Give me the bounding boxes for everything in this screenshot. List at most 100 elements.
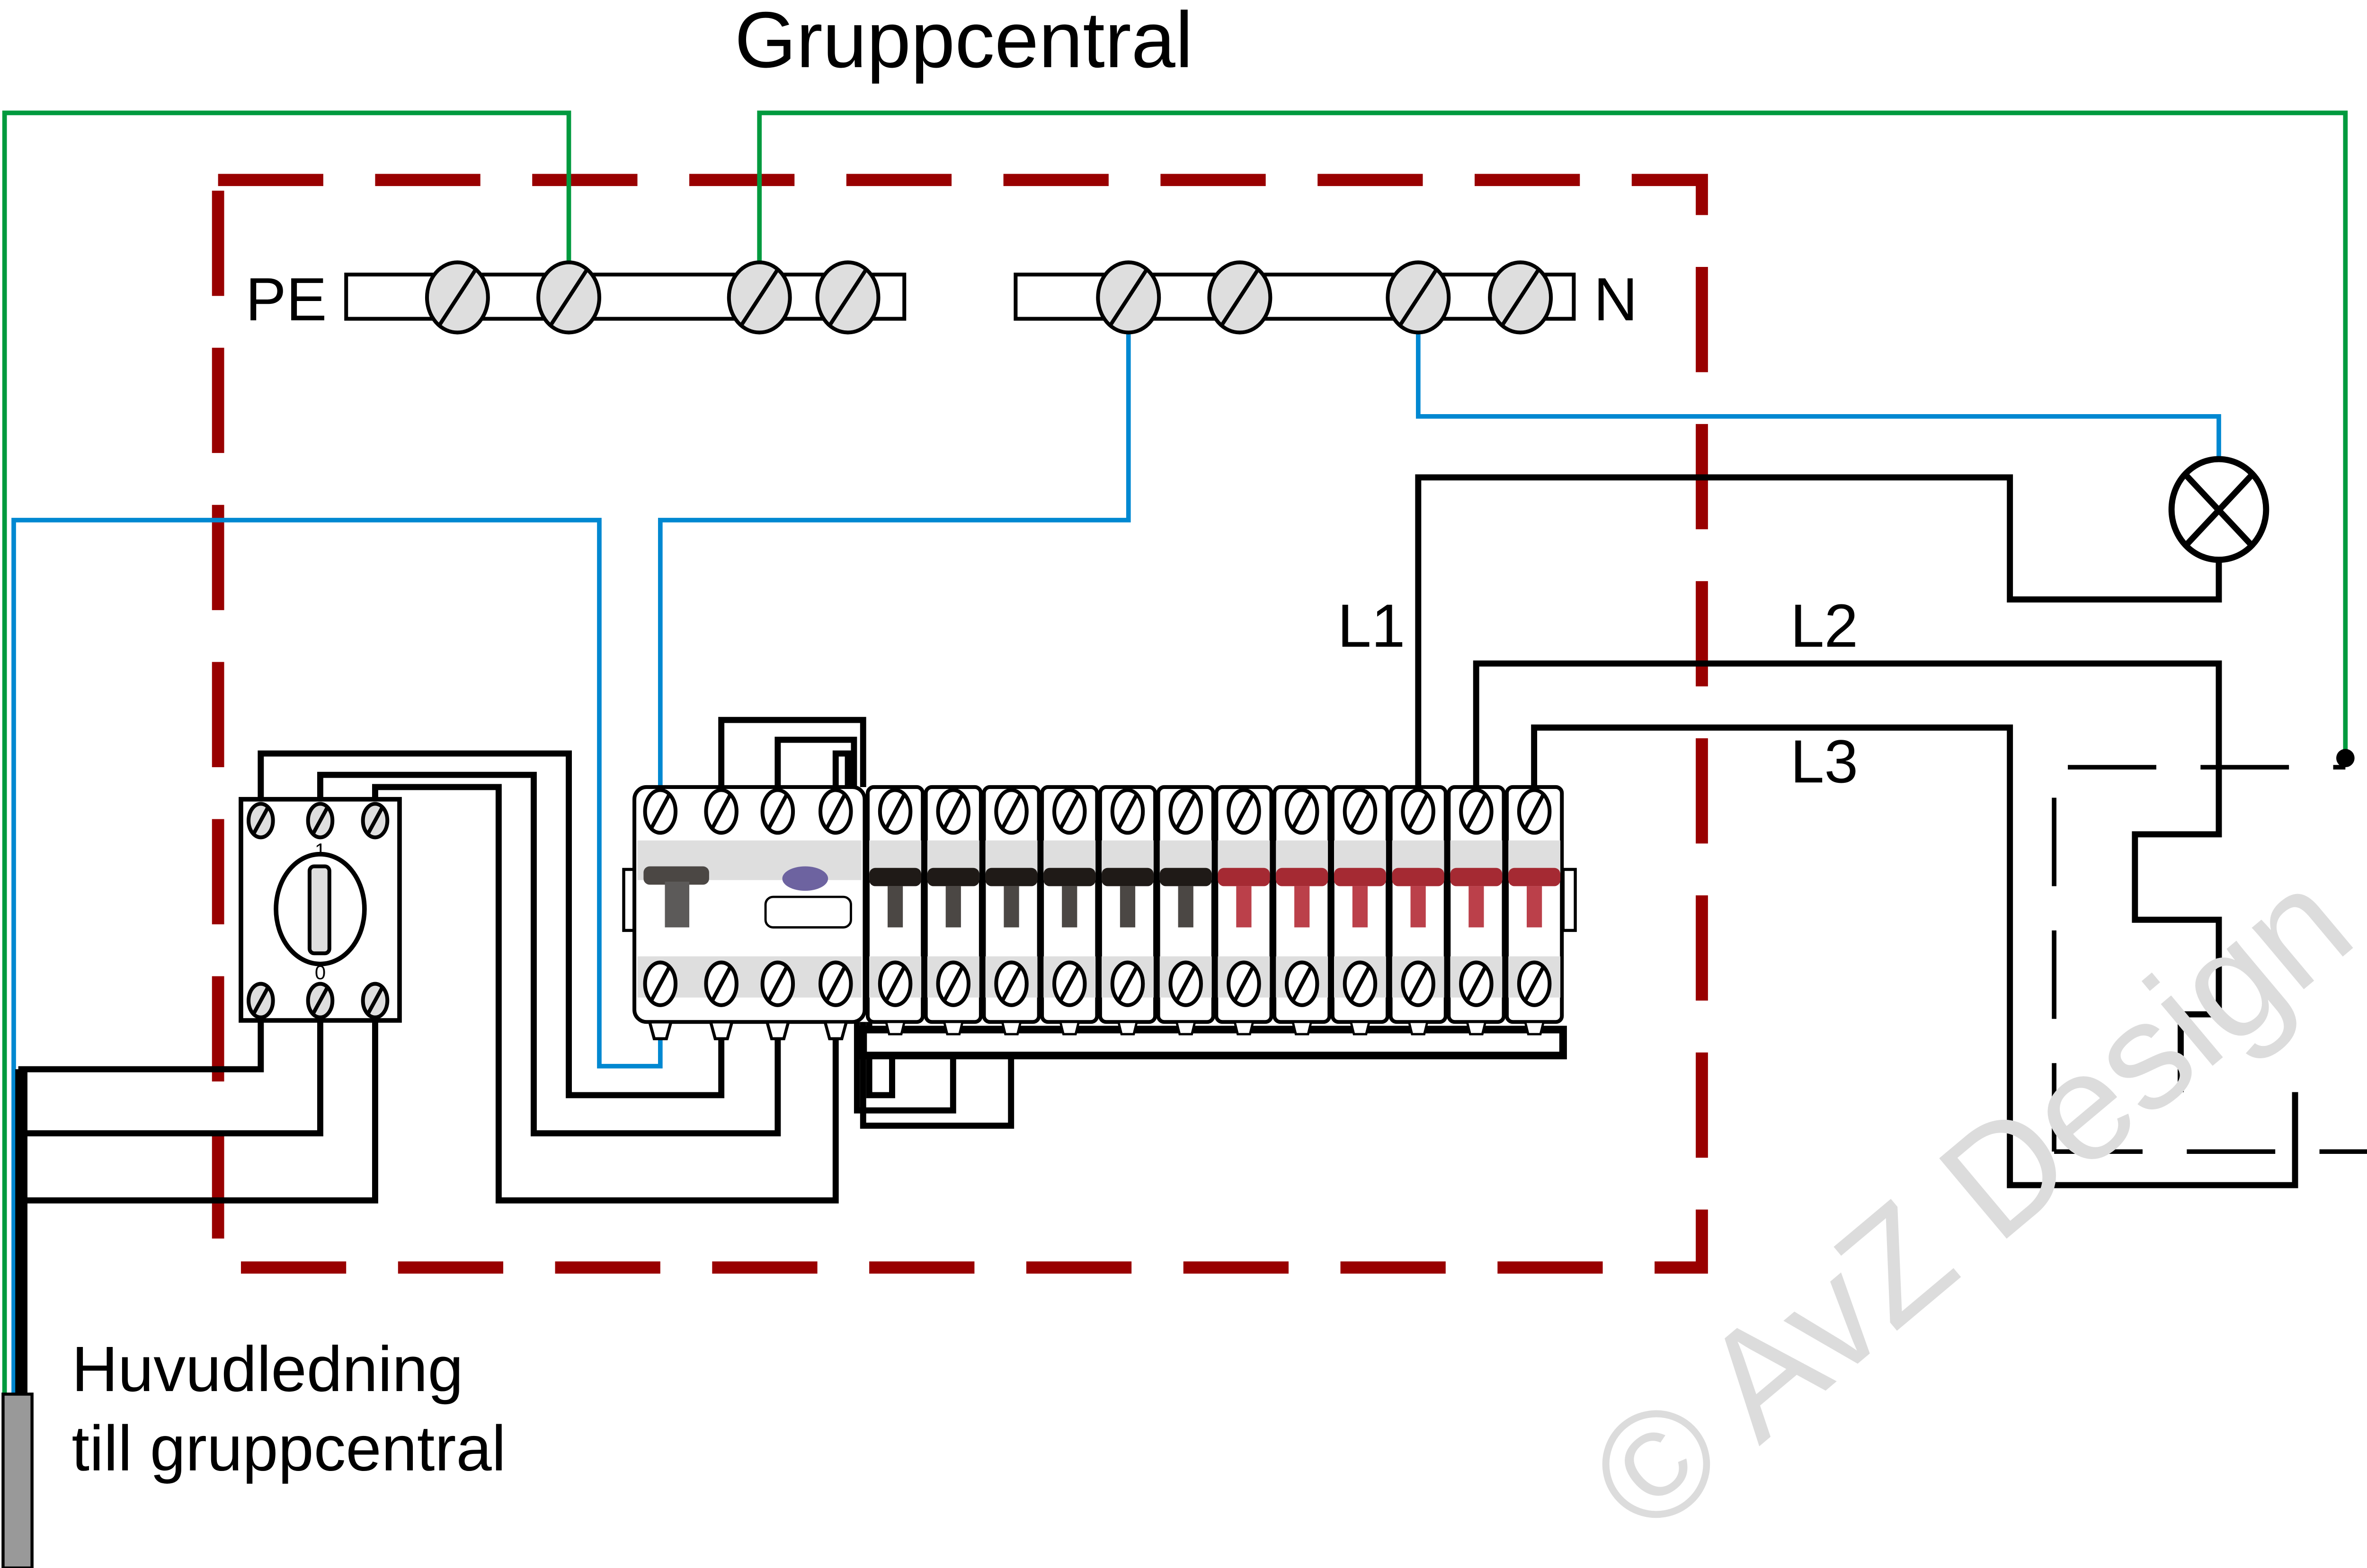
mcb-handle[interactable]	[1276, 868, 1328, 886]
mcb-handle[interactable]	[1392, 868, 1444, 886]
n-busbar: N	[1014, 260, 1637, 335]
mcb-terminal-screw[interactable]	[1052, 788, 1087, 835]
rcd-handle[interactable]	[643, 866, 709, 885]
main-switch-terminal-screw[interactable]	[247, 802, 275, 840]
mcb-terminal-screw[interactable]	[878, 788, 913, 835]
mcb-terminal-screw[interactable]	[1110, 788, 1145, 835]
mcb-terminal-screw[interactable]	[1343, 788, 1378, 835]
rcd-earth-fault-breaker[interactable]	[632, 785, 867, 1040]
mcb-handle[interactable]	[985, 868, 1038, 886]
mcb-handle[interactable]	[1334, 868, 1386, 886]
mcb-red[interactable]	[1388, 785, 1448, 1036]
mcb-red[interactable]	[1330, 785, 1390, 1036]
main-switch-terminal-screw[interactable]	[306, 802, 335, 840]
mcb-terminal-screw[interactable]	[1168, 788, 1203, 835]
feeder-label-line1: Huvudledning	[71, 1333, 463, 1405]
main-switch-terminal-screw[interactable]	[247, 982, 275, 1019]
n-terminal-screw[interactable]	[1096, 260, 1161, 335]
diagram-title: Gruppcentral	[735, 0, 1193, 84]
lamp-symbol	[2168, 456, 2269, 563]
mcb-handle[interactable]	[869, 868, 921, 886]
phase-label-l3: L3	[1790, 727, 1858, 796]
rcd-terminal-screw[interactable]	[760, 960, 795, 1007]
feeder-cable-sheath	[1, 1392, 34, 1568]
comb-busbar	[859, 1026, 1567, 1060]
mcb-terminal-screw[interactable]	[1517, 960, 1552, 1007]
mcb-terminal-screw[interactable]	[994, 788, 1029, 835]
mcb-black[interactable]	[1156, 785, 1215, 1036]
pe-terminal-screw[interactable]	[536, 260, 601, 335]
main-switch-terminal-screw[interactable]	[361, 982, 390, 1019]
earth-junction-dot	[2336, 749, 2355, 768]
rcd-terminal-screw[interactable]	[760, 788, 795, 835]
mcb-handle[interactable]	[1508, 868, 1561, 886]
mcb-terminal-screw[interactable]	[1517, 788, 1552, 835]
mcb-terminal-screw[interactable]	[1227, 960, 1261, 1007]
n-terminal-screw[interactable]	[1207, 260, 1272, 335]
mcb-red[interactable]	[1447, 785, 1506, 1036]
rcd-test-button[interactable]	[782, 866, 828, 891]
main-switch-terminal-screw[interactable]	[361, 802, 390, 840]
rcd-top-jumpers	[718, 717, 866, 787]
mcb-red[interactable]	[1272, 785, 1332, 1036]
main-switch-knob[interactable]	[307, 864, 331, 956]
socket-outlet	[2052, 749, 2367, 1154]
phase-label-l1: L1	[1337, 592, 1405, 660]
mcb-terminal-screw[interactable]	[1052, 960, 1087, 1007]
mcb-terminal-screw[interactable]	[1168, 960, 1203, 1007]
rcd-terminal-screw[interactable]	[819, 960, 853, 1007]
main-switch[interactable]: 1 0	[239, 797, 402, 1023]
rcd-terminal-screw[interactable]	[704, 788, 739, 835]
mcb-black[interactable]	[865, 785, 925, 1036]
n-terminal-screw[interactable]	[1488, 260, 1553, 335]
mcb-black[interactable]	[1040, 785, 1099, 1036]
enclosure-boundary	[212, 174, 1708, 1274]
mcb-terminal-screw[interactable]	[1227, 788, 1261, 835]
pe-terminal-screw[interactable]	[425, 260, 490, 335]
pe-terminal-screw[interactable]	[815, 260, 881, 335]
mcb-terminal-screw[interactable]	[1459, 788, 1494, 835]
mcb-terminal-screw[interactable]	[936, 960, 971, 1007]
mcb-black[interactable]	[982, 785, 1041, 1036]
mcb-black[interactable]	[924, 785, 983, 1036]
mcb-terminal-screw[interactable]	[1343, 960, 1378, 1007]
mcb-handle[interactable]	[1043, 868, 1096, 886]
rcd-terminal-screw[interactable]	[704, 960, 739, 1007]
main-switch-off-label: 0	[315, 961, 326, 983]
rcd-terminal-screw[interactable]	[819, 788, 853, 835]
mcb-row	[865, 785, 1564, 1036]
watermark: © AvZ Design	[1558, 836, 2367, 1566]
mcb-terminal-screw[interactable]	[1284, 788, 1319, 835]
mcb-terminal-screw[interactable]	[936, 788, 971, 835]
rcd-label-window	[764, 895, 852, 929]
mcb-handle[interactable]	[1450, 868, 1503, 886]
mcb-terminal-screw[interactable]	[1110, 960, 1145, 1007]
mcb-terminal-screw[interactable]	[1284, 960, 1319, 1007]
mcb-handle[interactable]	[1102, 868, 1154, 886]
mcb-terminal-screw[interactable]	[1401, 960, 1435, 1007]
pe-label: PE	[246, 266, 327, 334]
rcd-terminal-screw[interactable]	[643, 788, 678, 835]
rcd-terminal-screw[interactable]	[643, 960, 678, 1007]
mcb-handle[interactable]	[927, 868, 979, 886]
main-switch-terminal-screw[interactable]	[306, 982, 335, 1019]
n-terminal-screw[interactable]	[1386, 260, 1451, 335]
n-label: N	[1593, 266, 1637, 334]
mcb-handle[interactable]	[1159, 868, 1212, 886]
phase-wires	[1415, 474, 2298, 1188]
mcb-black[interactable]	[1098, 785, 1157, 1036]
feeder-label-line2: till gruppcentral	[71, 1412, 506, 1484]
pe-terminal-screw[interactable]	[727, 260, 792, 335]
mcb-handle[interactable]	[1218, 868, 1270, 886]
mcb-terminal-screw[interactable]	[1401, 788, 1435, 835]
mcb-terminal-screw[interactable]	[878, 960, 913, 1007]
pe-wires	[2, 110, 2348, 1568]
mcb-terminal-screw[interactable]	[1459, 960, 1494, 1007]
mcb-red[interactable]	[1504, 785, 1564, 1036]
pe-busbar: PE	[246, 260, 907, 335]
neutral-wires	[11, 320, 2221, 1568]
mcb-red[interactable]	[1214, 785, 1273, 1036]
mcb-terminal-screw[interactable]	[994, 960, 1029, 1007]
phase-label-l2: L2	[1790, 592, 1858, 660]
